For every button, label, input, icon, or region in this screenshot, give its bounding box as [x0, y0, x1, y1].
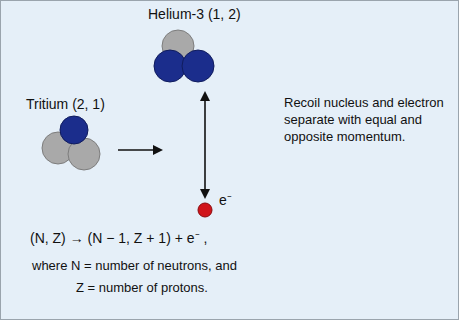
particle-figure — [148, 26, 258, 108]
decay-equation: (N, Z) → (N − 1, Z + 1) + e⁻ , — [30, 228, 207, 247]
note-text: Recoil nucleus and electron separate wit… — [284, 94, 444, 145]
node-label: e⁻ — [219, 190, 232, 209]
momentum-arrow — [200, 91, 210, 199]
reaction-arrowhead — [153, 145, 163, 155]
electron: e⁻ — [197, 202, 213, 218]
legend-note: where N = number of neutrons, and — [32, 258, 237, 273]
reaction-arrow — [118, 149, 155, 151]
particle — [60, 116, 88, 144]
particle-figure — [197, 202, 213, 218]
particle — [198, 203, 212, 217]
particle — [154, 50, 186, 82]
particle — [182, 50, 214, 82]
tritium-nucleus: Tritium (2, 1) — [26, 96, 130, 176]
node-label: Helium-3 (1, 2) — [148, 6, 262, 22]
helium3-nucleus: Helium-3 (1, 2) — [148, 6, 262, 88]
node-label: Tritium (2, 1) — [26, 96, 130, 112]
legend-note: Z = number of protons. — [76, 280, 208, 295]
particle-figure — [26, 114, 126, 194]
